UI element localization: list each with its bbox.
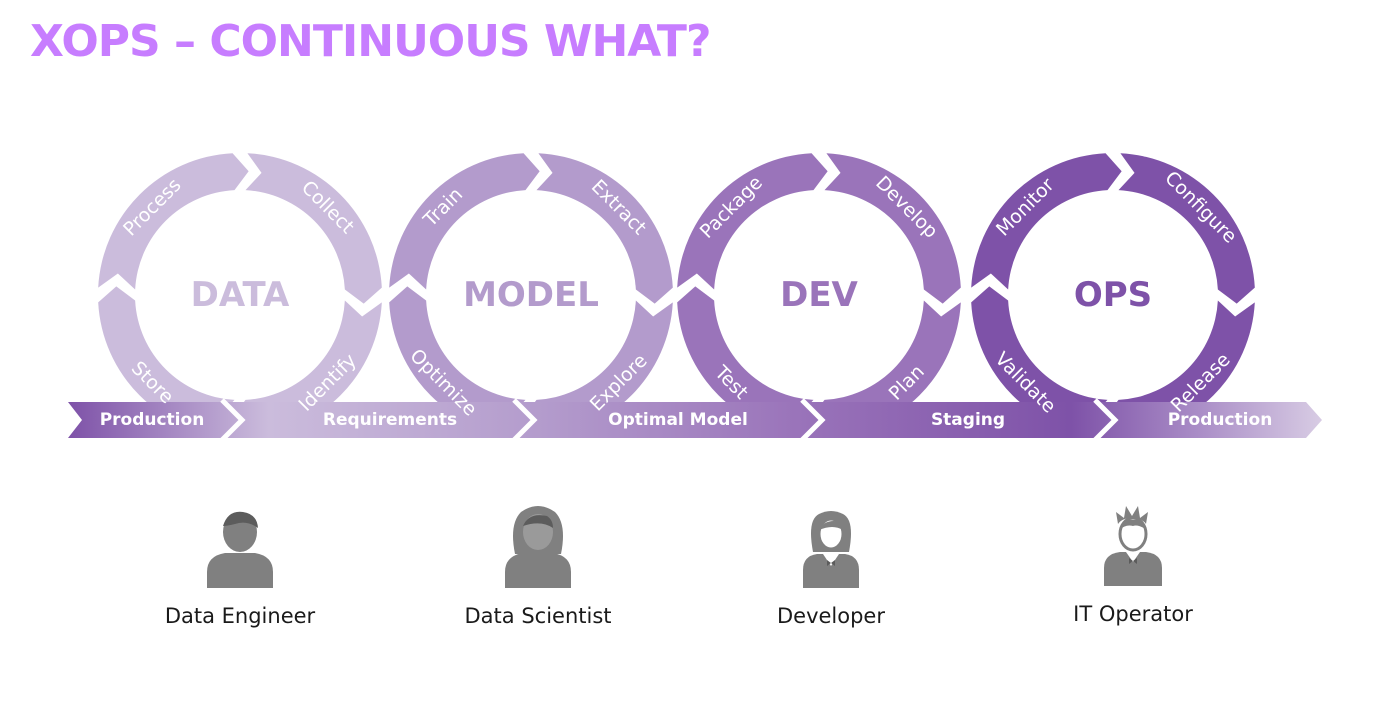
male-user-icon xyxy=(207,511,273,588)
page-title: XOPS – CONTINUOUS WHAT? xyxy=(30,16,711,67)
ring-segment xyxy=(536,153,673,304)
role-developer: Developer xyxy=(711,510,951,628)
male-professional-icon xyxy=(1104,506,1162,586)
ring-segment xyxy=(389,153,540,290)
ring-segment xyxy=(389,286,526,437)
ring-segment xyxy=(98,153,249,290)
flow-label: Requirements xyxy=(323,410,457,430)
role-label: Developer xyxy=(776,604,885,628)
ring-segment xyxy=(677,286,814,437)
flow-chevron xyxy=(512,398,538,442)
role-label: Data Engineer xyxy=(164,604,316,628)
stage-label: MODEL xyxy=(463,275,599,315)
stage-label: OPS xyxy=(1074,275,1152,315)
female-user-icon xyxy=(505,506,571,588)
ring-segment xyxy=(677,153,828,290)
ring-segment xyxy=(98,286,235,437)
role-label: Data Scientist xyxy=(464,604,612,628)
ring-segment xyxy=(1118,153,1255,304)
ring-segment xyxy=(971,153,1122,290)
role-label: IT Operator xyxy=(1073,602,1193,626)
role-data-engineer: Data Engineer xyxy=(120,508,360,628)
flow-label: Production xyxy=(100,410,205,430)
flow-label: Staging xyxy=(931,410,1005,430)
flow-chevron xyxy=(1093,398,1119,442)
stage-label: DATA xyxy=(191,275,290,315)
flow-label: Optimal Model xyxy=(608,410,748,430)
flow-chevron xyxy=(220,398,246,442)
ring-segment xyxy=(824,153,961,304)
flow-bar xyxy=(68,402,1322,438)
flow-label: Production xyxy=(1168,410,1273,430)
flow-chevron xyxy=(800,398,826,442)
ring-segment xyxy=(971,286,1108,437)
stage-label: DEV xyxy=(780,275,858,315)
ring-segment xyxy=(245,153,382,304)
role-it-operator: IT Operator xyxy=(1013,506,1253,626)
role-data-scientist: Data Scientist xyxy=(418,504,658,628)
female-professional-icon xyxy=(803,511,859,588)
